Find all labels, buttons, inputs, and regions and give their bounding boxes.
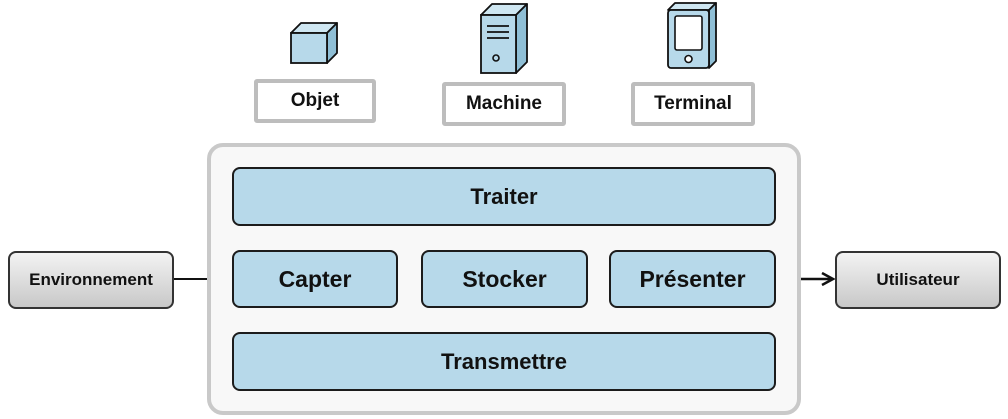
block-stocker: Stocker: [421, 250, 588, 308]
smartphone-icon: [667, 2, 717, 69]
server-tower-icon: [480, 3, 528, 74]
external-utilisateur: Utilisateur: [835, 251, 1001, 309]
block-presenter: Présenter: [609, 250, 776, 308]
external-environnement: Environnement: [8, 251, 174, 309]
block-capter: Capter: [232, 250, 398, 308]
block-transmettre: Transmettre: [232, 332, 776, 391]
cube-icon: [290, 22, 338, 64]
device-label-machine: Machine: [442, 82, 566, 126]
device-label-terminal: Terminal: [631, 82, 755, 126]
device-label-objet: Objet: [254, 79, 376, 123]
block-traiter: Traiter: [232, 167, 776, 226]
